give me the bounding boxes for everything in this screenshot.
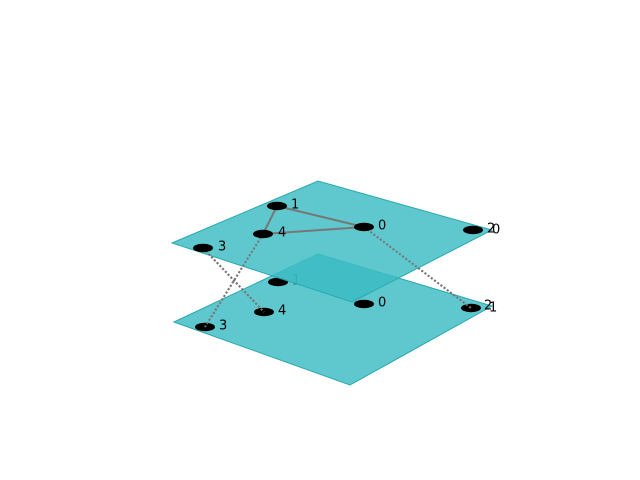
lower-node-label-2: 2 [484,299,492,314]
upper-node-label-2: 2 [487,222,495,237]
upper-node-1 [267,201,287,211]
upper-node-label-1: 1 [291,198,299,213]
upper-layer-group [170,180,494,303]
upper-node-4 [253,229,273,239]
upper-edge-1-0 [276,205,365,228]
lower-node-2 [461,303,481,313]
upper-edge-1-4 [262,205,278,235]
lower-layer-group [172,253,494,386]
interlayer-edge-overlay-upper-3-to-lower-4 [202,247,265,313]
intralayer-edges-group [202,205,472,328]
upper-node-0 [354,222,374,232]
upper-node-label-3: 3 [218,240,226,255]
upper-node-2 [463,225,483,235]
upper-layer-plane [170,180,494,303]
upper-node-label-0: 0 [378,219,386,234]
lower-node-extra-label-2: 1 [489,301,497,316]
upper-layer-nodes: 0 1 2 3 4 0 [193,198,500,255]
upper-node-label-4: 4 [278,226,286,241]
upper-node-3 [193,243,213,253]
upper-node-extra-label-2: 0 [492,223,500,238]
lower-layer-plane [172,253,494,386]
lower-node-label-3: 3 [219,319,227,334]
lower-node-label-4: 4 [278,304,286,319]
upper-edge-4-0 [262,226,365,235]
lower-node-label-0: 0 [378,296,386,311]
lower-node-0 [354,299,374,309]
